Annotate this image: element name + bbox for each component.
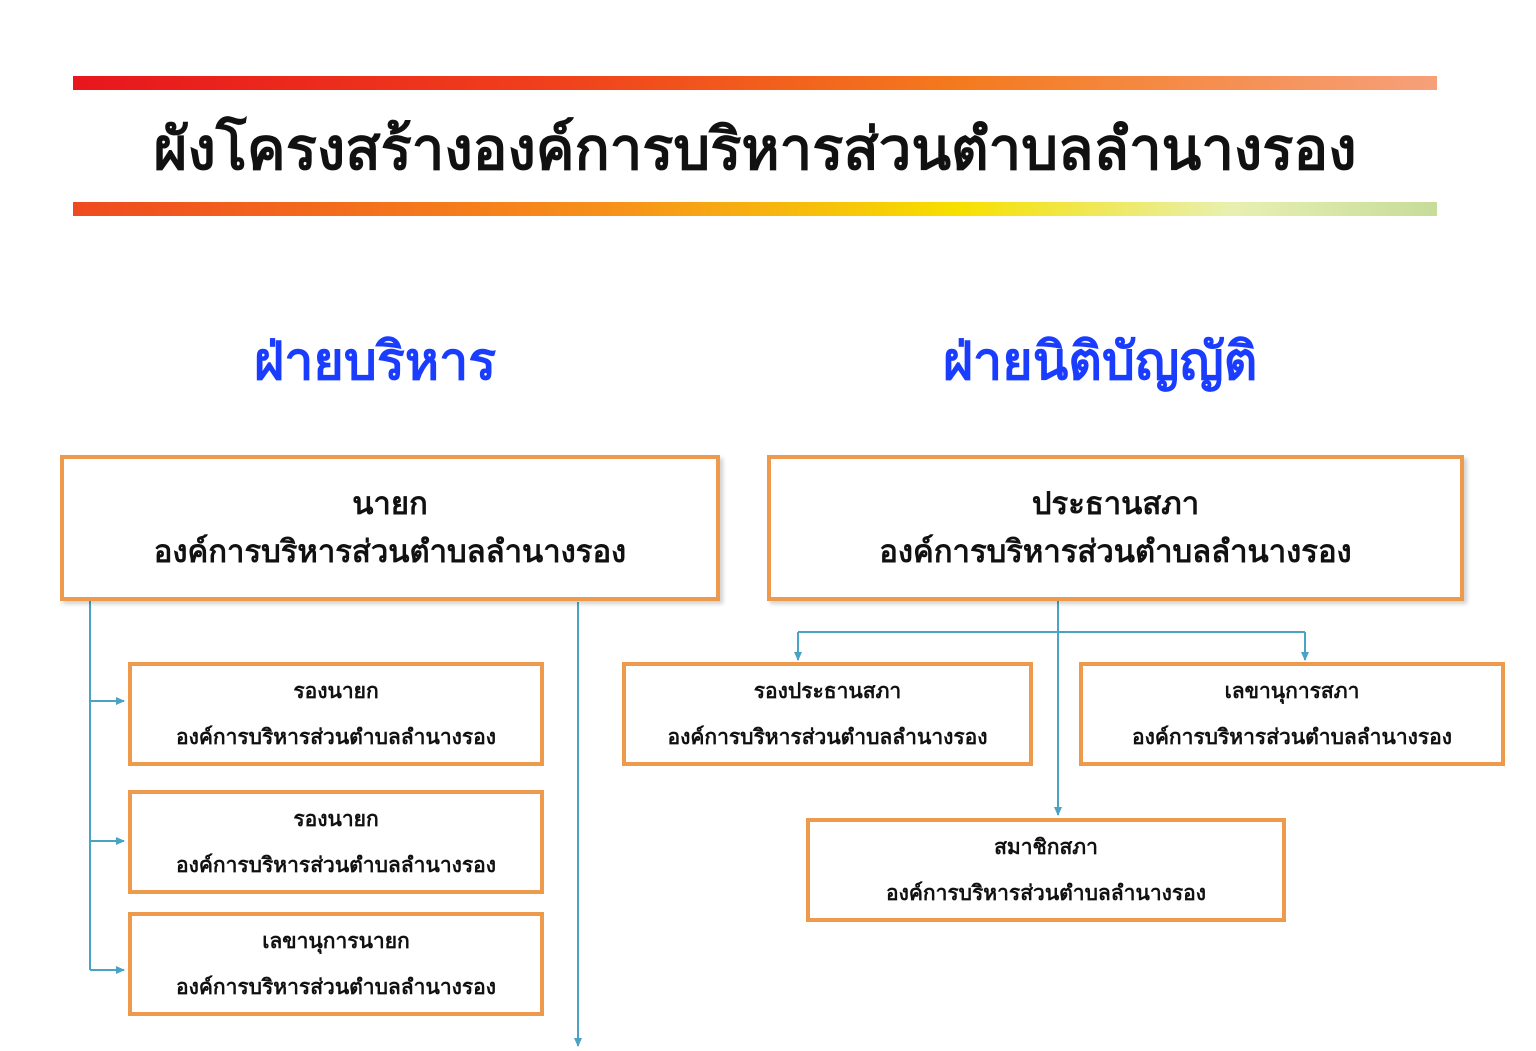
leg-member-box: รองประธานสภา องค์การบริหารส่วนตำบลลำนางร… <box>622 662 1033 766</box>
leg-member-role: สมาชิกสภา <box>994 835 1098 859</box>
exec-member-box: รองนายก องค์การบริหารส่วนตำบลลำนางรอง <box>128 662 544 766</box>
exec-member-org: องค์การบริหารส่วนตำบลลำนางรอง <box>175 853 497 877</box>
exec-member-role: เลขานุการนายก <box>262 929 410 953</box>
leg-member-org: องค์การบริหารส่วนตำบลลำนางรอง <box>1131 725 1453 749</box>
leg-member-org: องค์การบริหารส่วนตำบลลำนางรอง <box>667 725 988 749</box>
leg-member-role: รองประธานสภา <box>753 679 902 703</box>
exec-head-role: นายก <box>352 486 428 522</box>
exec-member-box: รองนายก องค์การบริหารส่วนตำบลลำนางรอง <box>128 790 544 894</box>
legislative-section-title: ฝ่ายนิติบัญญัติ <box>942 332 1258 392</box>
exec-member-role: รองนายก <box>293 679 379 703</box>
header-bar-top <box>73 76 1437 90</box>
leg-head-box: ประธานสภา องค์การบริหารส่วนตำบลลำนางรอง <box>767 455 1464 601</box>
page-title: ผังโครงสร้างองค์การบริหารส่วนตำบลลำนางรอ… <box>153 115 1357 183</box>
exec-member-org: องค์การบริหารส่วนตำบลลำนางรอง <box>175 975 497 999</box>
leg-member-role: เลขานุการสภา <box>1224 679 1360 703</box>
exec-head-org: องค์การบริหารส่วนตำบลลำนางรอง <box>153 534 627 570</box>
leg-head-org: องค์การบริหารส่วนตำบลลำนางรอง <box>879 534 1352 570</box>
leg-head-role: ประธานสภา <box>1031 486 1200 522</box>
header-bar-bottom <box>73 202 1437 216</box>
leg-member-box: เลขานุการสภา องค์การบริหารส่วนตำบลลำนางร… <box>1079 662 1505 766</box>
exec-member-box: เลขานุการนายก องค์การบริหารส่วนตำบลลำนาง… <box>128 912 544 1016</box>
exec-head-box: นายก องค์การบริหารส่วนตำบลลำนางรอง <box>60 455 720 601</box>
leg-member-org: องค์การบริหารส่วนตำบลลำนางรอง <box>885 881 1207 905</box>
exec-member-role: รองนายก <box>293 807 379 831</box>
executive-section-title: ฝ่ายบริหาร <box>253 332 497 392</box>
exec-member-org: องค์การบริหารส่วนตำบลลำนางรอง <box>175 725 497 749</box>
leg-member-box: สมาชิกสภา องค์การบริหารส่วนตำบลลำนางรอง <box>806 818 1286 922</box>
